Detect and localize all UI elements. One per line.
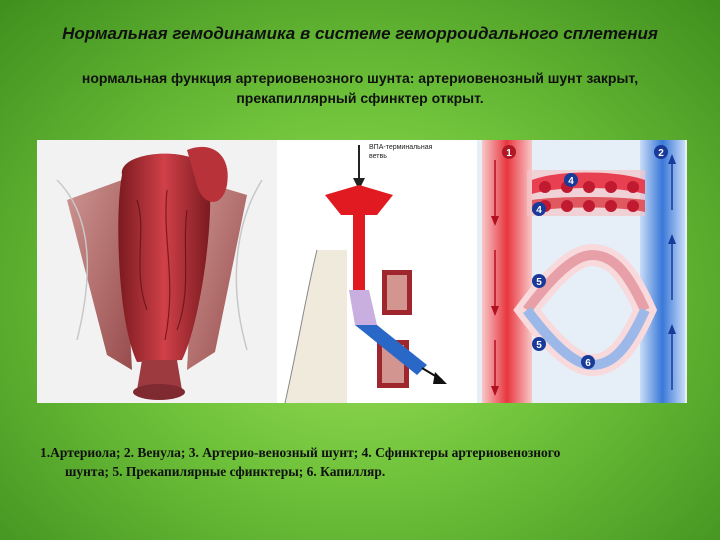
shunt-cross-section: ВПА-терминальная ветвь bbox=[277, 140, 477, 403]
venule bbox=[640, 140, 685, 403]
subtitle-line-2: прекапиллярный сфинктер открыт. bbox=[30, 88, 690, 108]
microcirculation-scheme: 1 2 4 4 5 5 6 bbox=[477, 140, 687, 403]
marker-6: 6 bbox=[581, 355, 595, 369]
marker-1: 1 bbox=[502, 145, 516, 159]
marker-2: 2 bbox=[654, 145, 668, 159]
subtitle-line-1: нормальная функция артериовенозного шунт… bbox=[30, 68, 690, 88]
svg-text:5: 5 bbox=[536, 277, 542, 288]
svg-text:4: 4 bbox=[568, 176, 574, 187]
caption-line-2: шунта; 5. Прекапилярные сфинктеры; 6. Ка… bbox=[40, 462, 680, 481]
caption-line-1: 1.Артериола; 2. Венула; 3. Артерио-веноз… bbox=[40, 443, 680, 462]
figure-caption: 1.Артериола; 2. Венула; 3. Артерио-веноз… bbox=[40, 443, 680, 481]
slide-title: Нормальная гемодинамика в системе геморр… bbox=[0, 24, 720, 44]
figure-panel: ВПА-терминальная ветвь bbox=[37, 140, 687, 403]
svg-text:2: 2 bbox=[658, 148, 664, 159]
terminal-branch-label-1: ВПА-терминальная bbox=[369, 144, 433, 151]
svg-text:1: 1 bbox=[506, 148, 512, 159]
svg-text:5: 5 bbox=[536, 340, 542, 351]
arteriole bbox=[482, 140, 532, 403]
svg-text:6: 6 bbox=[585, 358, 591, 369]
marker-5-upper: 5 bbox=[532, 274, 546, 288]
marker-5-lower: 5 bbox=[532, 337, 546, 351]
terminal-branch-label-2: ветвь bbox=[369, 153, 387, 160]
figure-svg: ВПА-терминальная ветвь bbox=[37, 140, 687, 403]
svg-text:4: 4 bbox=[536, 205, 542, 216]
hemorrhoidal-plexus-illustration bbox=[37, 140, 277, 403]
marker-4-upper: 4 bbox=[564, 173, 578, 187]
marker-4-lower: 4 bbox=[532, 202, 546, 216]
slide-subtitle: нормальная функция артериовенозного шунт… bbox=[30, 68, 690, 108]
